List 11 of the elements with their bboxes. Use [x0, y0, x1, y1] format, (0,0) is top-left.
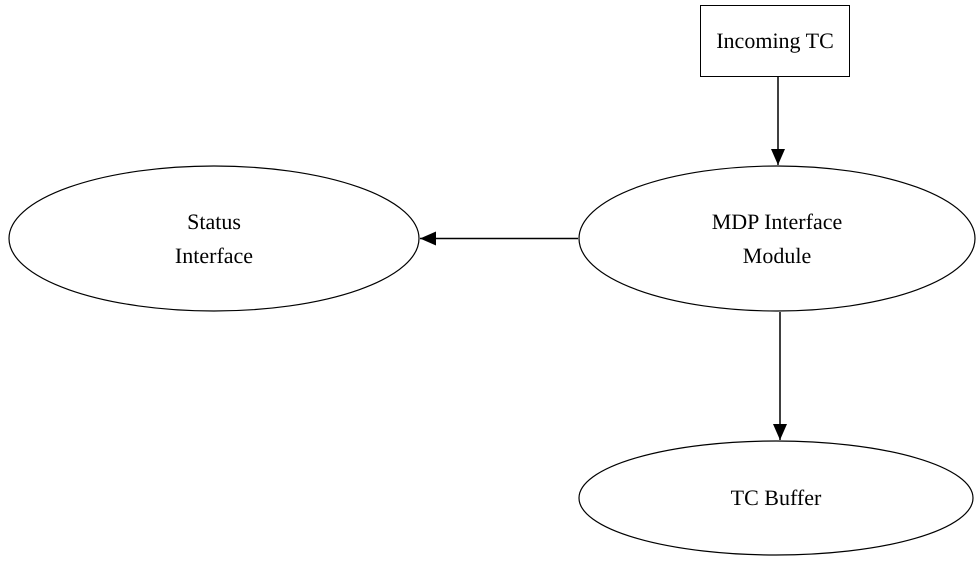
process-ellipse [8, 165, 420, 312]
node-label: TC Buffer [730, 484, 822, 512]
arrow [420, 232, 578, 246]
node-label: Incoming TC [716, 27, 834, 55]
node-label: MDP Interface Module [710, 208, 844, 270]
process-box [700, 5, 850, 77]
arrow [771, 77, 785, 165]
arrow [773, 312, 787, 440]
node-label: Status Interface [174, 208, 254, 270]
process-ellipse [578, 165, 976, 312]
process-ellipse [578, 440, 974, 556]
